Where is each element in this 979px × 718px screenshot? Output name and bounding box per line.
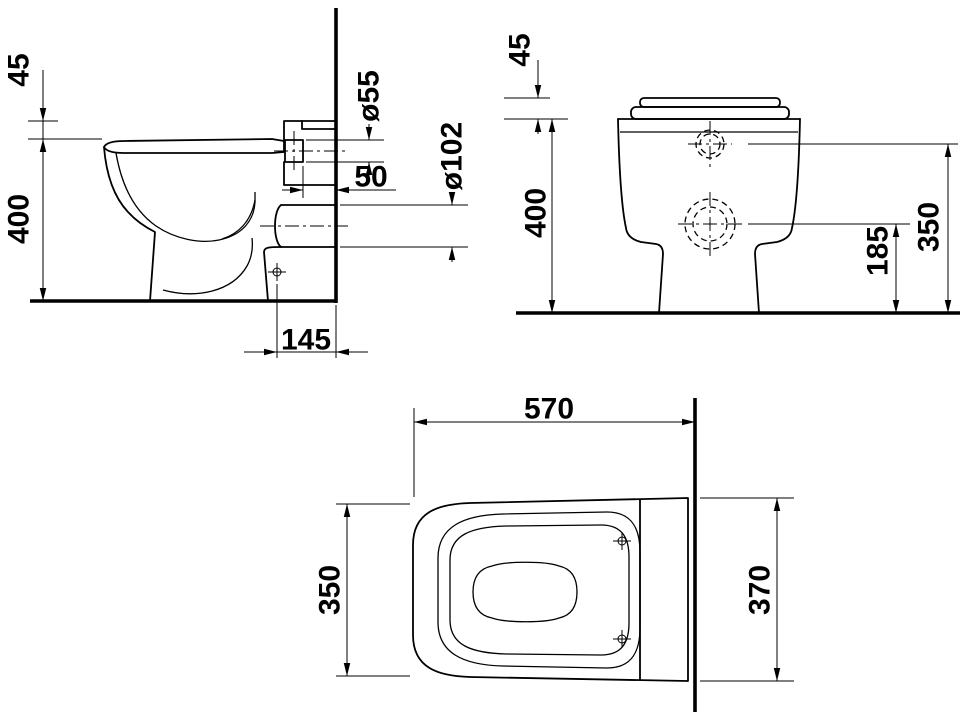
bowl-opening (472, 561, 578, 623)
plan-view: 570 350 370 (314, 393, 794, 712)
dim-side-inlet-depth: 50 (282, 161, 396, 198)
seat-outer (437, 511, 641, 669)
side-view: 45 400 ø55 50 ø102 (3, 8, 469, 358)
dim-side-45-400: 45 400 (3, 53, 102, 302)
svg-text:145: 145 (281, 324, 331, 357)
seat (630, 106, 790, 120)
dim-side-inlet-dia: ø55 (306, 70, 386, 178)
dim-plan-front-width: 350 (314, 503, 410, 677)
body-right (754, 118, 801, 314)
dim-side-outlet-wall-dist: 145 (244, 284, 368, 358)
dim-plan-overall-width: 370 (700, 497, 794, 682)
dim-front-top-offset: 45 (504, 33, 537, 66)
seat-inner (449, 524, 630, 656)
seat-profile (103, 138, 285, 154)
rear-block (283, 120, 337, 142)
hinge-hole-target (613, 532, 631, 550)
svg-text:185: 185 (862, 226, 895, 276)
svg-text:ø102: ø102 (436, 122, 469, 190)
flush-inlet-circle (688, 121, 732, 167)
dim-side-top-offset: 45 (3, 53, 36, 86)
front-view: 45 400 185 350 (504, 33, 960, 315)
fixing-hole-target (268, 263, 286, 281)
body-outline (412, 497, 689, 682)
dim-front-height: 400 (520, 188, 553, 238)
lid (639, 97, 781, 108)
svg-text:370: 370 (744, 565, 777, 615)
dim-plan-depth: 570 (413, 393, 696, 497)
svg-text:350: 350 (913, 202, 946, 252)
dim-front-outlet-height: 185 (748, 223, 910, 314)
outlet-circle (678, 192, 742, 256)
outlet-pipe (274, 204, 337, 248)
hinge-hole-target (613, 630, 631, 648)
svg-text:ø55: ø55 (353, 70, 386, 122)
svg-text:570: 570 (524, 393, 574, 426)
dim-side-height: 400 (3, 194, 36, 244)
dim-front-45-400: 45 400 (504, 33, 568, 314)
dim-front-inlet-height: 350 (748, 143, 958, 314)
dim-side-outlet-dia: ø102 (340, 122, 469, 262)
body-left (617, 118, 664, 314)
svg-text:350: 350 (314, 565, 347, 615)
bowl-outline (103, 146, 156, 302)
svg-text:50: 50 (354, 161, 387, 194)
